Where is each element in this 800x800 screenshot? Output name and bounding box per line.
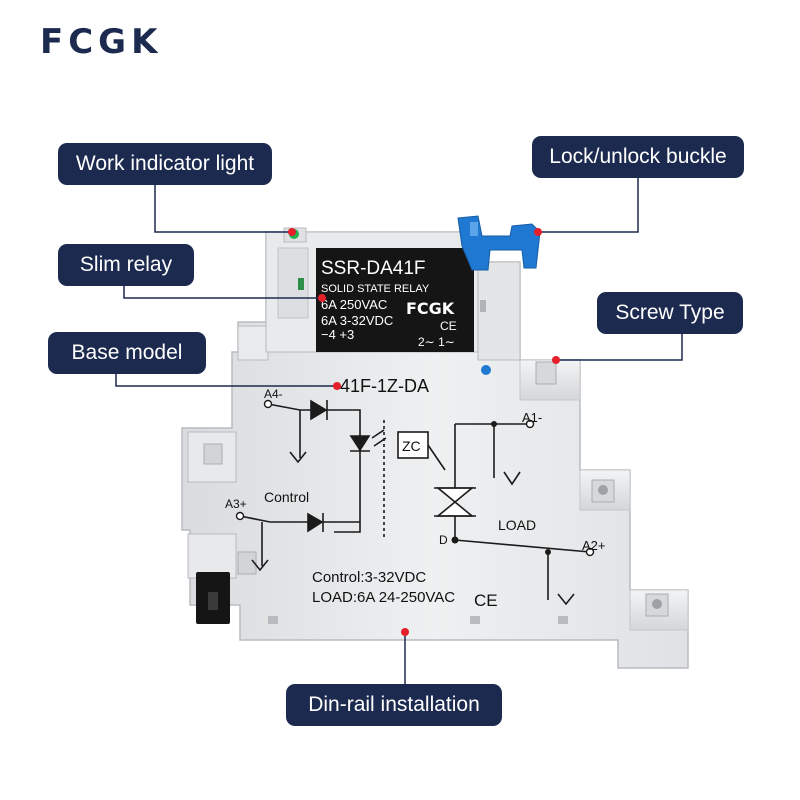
- relay-brand-text: FCGK: [406, 299, 455, 318]
- spec-load-text: LOAD:6A 24-250VAC: [312, 589, 455, 606]
- callout-base-model: Base model: [48, 332, 206, 374]
- terminal-dot-a2: [585, 547, 595, 557]
- relay-module: SSR-DA41F SOLID STATE RELAY 6A 250VAC 6A…: [265, 215, 541, 375]
- din-rail-clip-slot: [208, 592, 218, 610]
- relay-type-text: SOLID STATE RELAY: [321, 283, 430, 295]
- marker-screw-type: [552, 356, 560, 364]
- module-right-slot: [480, 300, 486, 312]
- node-d-label: D: [439, 533, 448, 547]
- left-terminal-lower-screw: [237, 551, 257, 575]
- right-terminal-mid-hole: [598, 485, 608, 495]
- leader-work-indicator: [154, 185, 292, 233]
- circuit-schematic: [239, 399, 591, 606]
- node-a1-dot: [491, 421, 497, 427]
- left-terminal-top: [237, 325, 269, 361]
- relay-label-plate: [316, 248, 474, 352]
- right-terminal-lower-hole: [652, 599, 662, 609]
- terminal-label-a1: A1-: [522, 410, 542, 425]
- relay-pins-left: −4 +3: [321, 327, 354, 342]
- zc-to-triac: [427, 444, 446, 471]
- terminal-dot-a1: [525, 419, 535, 429]
- diode-top: [310, 399, 328, 421]
- base-cert-text: CE: [474, 591, 498, 610]
- control-label: Control: [264, 489, 309, 505]
- terminal-label-a4: A4-: [264, 387, 283, 401]
- leader-lines: [115, 178, 683, 684]
- terminal-mark-left-upper: [289, 451, 307, 464]
- leader-base-model: [115, 370, 337, 387]
- callout-din-rail-installation: Din-rail installation: [286, 684, 502, 726]
- terminal-dot-a4: [263, 399, 273, 409]
- leader-screw-type: [556, 334, 683, 361]
- base-model-text: 41F-1Z-DA: [340, 376, 429, 396]
- terminal-mark-a1: [503, 471, 521, 486]
- relay-cert-text: CE: [440, 319, 457, 333]
- wire-a2: [454, 539, 591, 553]
- diode-bottom: [307, 512, 324, 533]
- opto-arrow-1: [371, 429, 385, 439]
- marker-work-indicator: [288, 228, 296, 236]
- zc-label: ZC: [402, 438, 421, 454]
- node-a2-dot: [545, 549, 551, 555]
- terminal-label-a2: A2+: [582, 538, 606, 553]
- terminal-mark-a2: [557, 593, 575, 606]
- bottom-slot-3: [558, 616, 568, 624]
- load-label: LOAD: [498, 517, 536, 533]
- lock-buckle: [457, 215, 541, 271]
- opto-led: [349, 435, 371, 452]
- relay-output-rating: 6A 250VAC: [321, 297, 387, 312]
- callout-lock-unlock-buckle: Lock/unlock buckle: [532, 136, 744, 178]
- marker-dots: [288, 228, 560, 636]
- leader-slim-relay: [123, 282, 322, 299]
- relay-pins-right: 2∼ 1∼: [418, 335, 455, 349]
- relay-model-text: SSR-DA41F: [321, 258, 426, 279]
- spec-control-text: Control:3-32VDC: [312, 569, 426, 586]
- marker-din-rail: [401, 628, 409, 636]
- left-terminal-lower: [187, 533, 237, 579]
- callout-work-indicator-light: Work indicator light: [58, 143, 272, 185]
- callout-screw-type: Screw Type: [597, 292, 743, 334]
- bottom-slot-2: [470, 616, 480, 624]
- leader-lock-buckle: [538, 178, 639, 233]
- wire-a3: [239, 515, 308, 523]
- terminal-dot-a3: [235, 511, 245, 521]
- module-notch-1: [298, 278, 304, 290]
- marker-lock-buckle: [534, 228, 542, 236]
- wire-a4: [267, 403, 361, 533]
- terminal-mark-left-lower: [251, 559, 269, 572]
- module-blue-dot: [481, 365, 491, 375]
- right-terminal-upper-screw: [535, 361, 557, 385]
- terminal-dots: [235, 399, 595, 557]
- relay-input-rating: 6A 3-32VDC: [321, 313, 393, 328]
- bottom-slot-1: [268, 616, 278, 624]
- lock-buckle-highlight: [470, 222, 478, 236]
- callout-slim-relay: Slim relay: [58, 244, 194, 286]
- marker-slim-relay: [318, 294, 326, 302]
- marker-base-model: [333, 382, 341, 390]
- brand-logo: FCGK: [40, 22, 163, 62]
- node-d-dot: [451, 536, 459, 544]
- left-terminal-upper-screw: [203, 443, 223, 465]
- terminal-label-a3: A3+: [225, 497, 247, 511]
